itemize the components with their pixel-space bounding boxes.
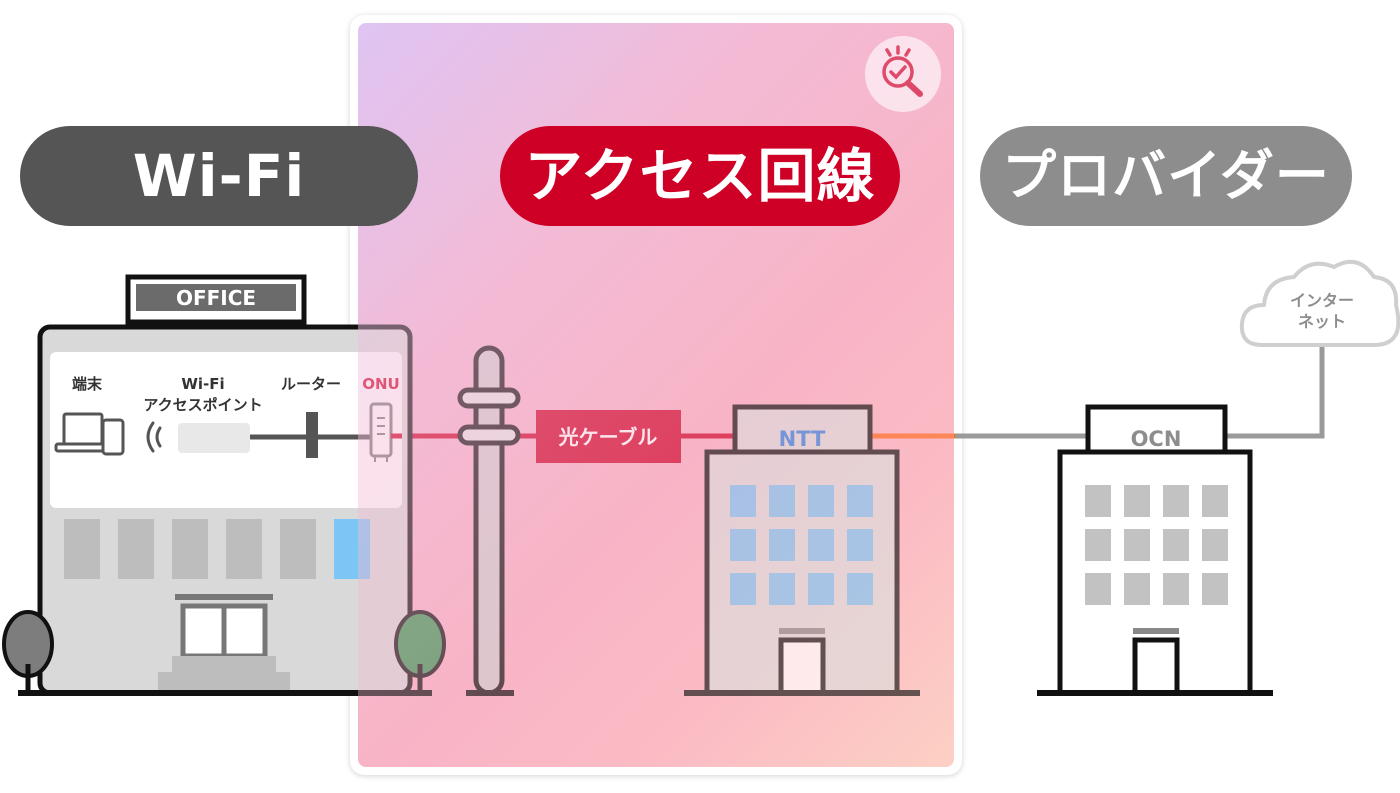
cloud-label-1: インター xyxy=(1290,291,1354,310)
tree-left xyxy=(2,610,54,693)
svg-text:光ケーブル: 光ケーブル xyxy=(558,425,658,449)
section-label-access: アクセス回線 xyxy=(524,142,876,210)
phone-icon xyxy=(101,418,125,456)
ocn-label: OCN xyxy=(1131,427,1182,451)
onu-device xyxy=(369,402,393,462)
section-pill-access: アクセス回線 xyxy=(500,126,900,226)
cloud-label-2: ネット xyxy=(1298,312,1346,331)
section-pill-wifi: Wi-Fi xyxy=(20,126,418,226)
utility-pole xyxy=(457,345,521,696)
office-sign: OFFICE xyxy=(176,286,256,310)
cloud-icon: インター ネット xyxy=(1239,259,1400,347)
wifi-access-point xyxy=(178,423,250,453)
router-label: ルーター xyxy=(281,375,341,393)
onu-label: ONU xyxy=(362,375,400,393)
wifi-signal-icon xyxy=(146,421,162,453)
wifi-ap-label-2: アクセスポイント xyxy=(143,396,262,414)
office-building: OFFICE 端末 Wi-Fi アクセスポイント ルーター ONU xyxy=(18,274,432,696)
wifi-ap-label-1: Wi-Fi xyxy=(181,375,224,393)
ntt-building: NTT xyxy=(684,404,920,696)
fiber-cable-label: 光ケーブル xyxy=(536,410,681,463)
section-pill-provider: プロバイダー xyxy=(980,126,1352,226)
section-label-wifi: Wi-Fi xyxy=(132,142,306,210)
terminal-label: 端末 xyxy=(72,375,103,393)
internet-link-line xyxy=(1225,340,1325,439)
ocn-building: OCN xyxy=(1037,404,1273,696)
ntt-label: NTT xyxy=(779,427,826,451)
section-label-provider: プロバイダー xyxy=(1002,144,1330,207)
router-device xyxy=(306,412,318,458)
